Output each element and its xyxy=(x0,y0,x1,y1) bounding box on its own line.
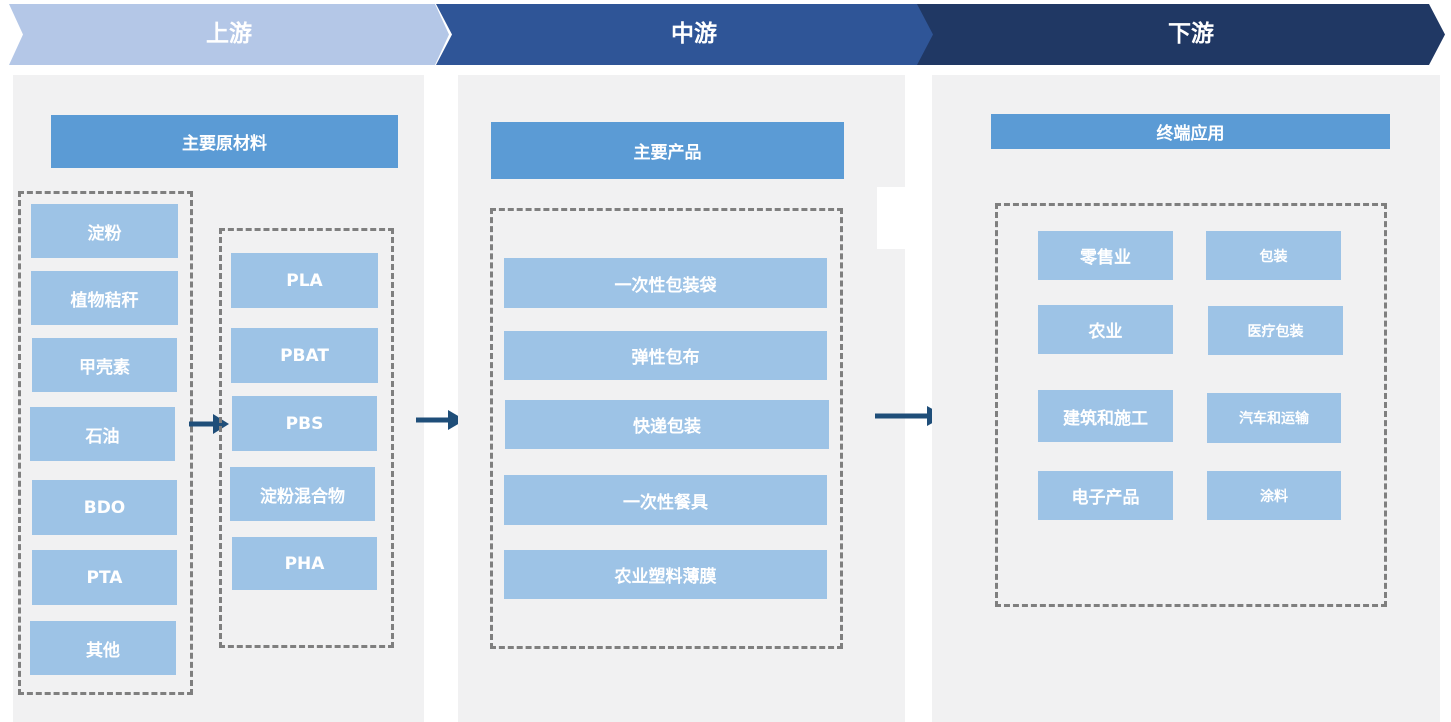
product-item: 弹性包布 xyxy=(504,331,827,380)
end-applications-group xyxy=(995,203,1387,607)
raw-material-item: 植物秸秆 xyxy=(31,271,178,325)
stage-upstream-chevron: 上游 xyxy=(9,4,449,65)
arrow-right-icon xyxy=(416,410,465,430)
raw-materials-header: 主要原材料 xyxy=(51,115,398,168)
application-item: 零售业 xyxy=(1038,231,1173,280)
end-applications-header: 终端应用 xyxy=(991,114,1390,149)
biopolymer-item: PBS xyxy=(232,396,377,451)
application-item: 涂料 xyxy=(1207,471,1341,520)
stage-downstream-label: 下游 xyxy=(1168,21,1214,47)
product-item: 农业塑料薄膜 xyxy=(504,550,827,599)
raw-materials-group xyxy=(18,191,193,695)
raw-material-item: 淀粉 xyxy=(31,204,178,258)
stage-upstream-label: 上游 xyxy=(206,21,252,47)
application-item: 汽车和运输 xyxy=(1207,393,1341,443)
biopolymer-item: PHA xyxy=(232,537,377,590)
application-item: 包装 xyxy=(1206,231,1341,280)
product-item: 快递包装 xyxy=(505,400,829,449)
chevron-shape xyxy=(9,4,449,65)
product-item: 一次性包装袋 xyxy=(504,258,827,308)
raw-material-item: 其他 xyxy=(30,621,176,675)
stage-midstream-chevron: 中游 xyxy=(436,4,938,65)
raw-material-item: 甲壳素 xyxy=(32,338,177,392)
main-products-group xyxy=(490,208,843,649)
raw-material-item: BDO xyxy=(32,480,177,535)
biopolymers-group xyxy=(219,228,394,648)
chevron-shape xyxy=(436,4,938,65)
biopolymer-item: PLA xyxy=(231,253,378,308)
product-item: 一次性餐具 xyxy=(504,475,827,525)
raw-material-item: PTA xyxy=(32,550,177,605)
application-item: 农业 xyxy=(1038,305,1173,354)
biopolymer-item: PBAT xyxy=(231,328,378,383)
raw-material-item: 石油 xyxy=(30,407,175,461)
chevron-shape xyxy=(917,4,1445,65)
application-item: 建筑和施工 xyxy=(1038,390,1173,442)
midstream-panel xyxy=(458,75,905,722)
stage-midstream-label: 中游 xyxy=(671,21,717,47)
biopolymer-item: 淀粉混合物 xyxy=(230,467,375,521)
downstream-panel xyxy=(932,75,1440,722)
application-item: 电子产品 xyxy=(1038,471,1173,520)
main-products-header: 主要产品 xyxy=(491,122,844,179)
stage-downstream-chevron: 下游 xyxy=(917,4,1445,65)
application-item: 医疗包装 xyxy=(1208,306,1343,355)
